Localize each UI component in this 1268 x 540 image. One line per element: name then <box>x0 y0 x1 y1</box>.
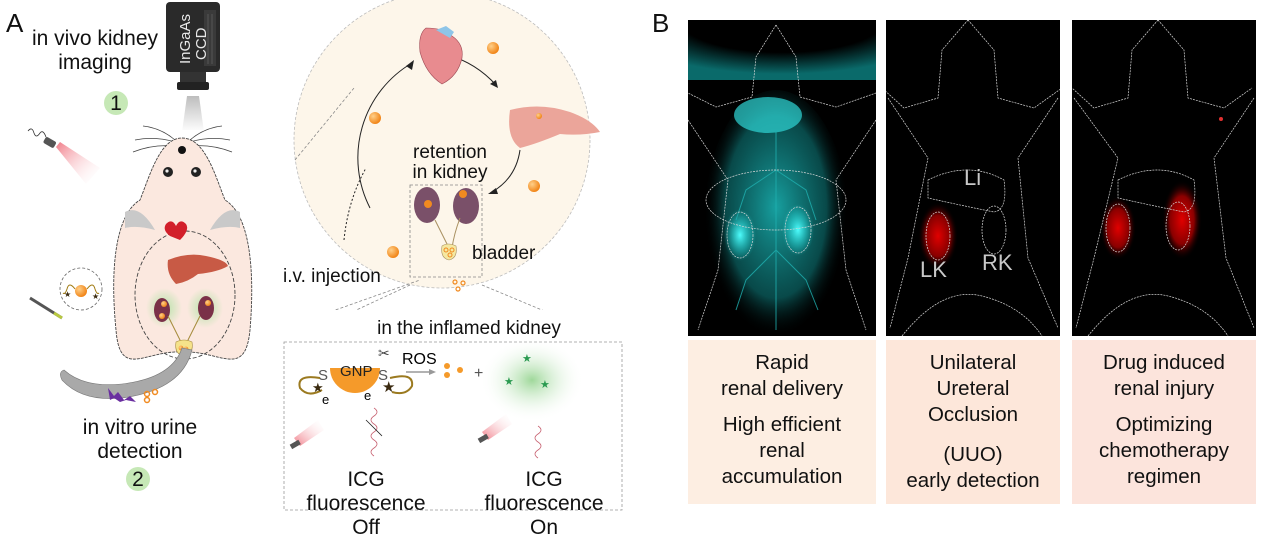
caption-2-line-1: Unilateral <box>929 351 1017 374</box>
injection-label: i.v. injection <box>283 266 381 287</box>
plus-sign: + <box>474 365 483 382</box>
icg-fluorescence-glow <box>480 340 584 422</box>
caption-3-line-5: regimen <box>1126 465 1202 488</box>
gnp-icon <box>330 368 380 393</box>
caption-rapid-delivery: Rapid renal delivery High efficient rena… <box>688 340 876 504</box>
right-kidney-signal <box>782 204 814 256</box>
sulfur-right: S <box>378 367 388 384</box>
icg-on-line1: ICG fluorescence <box>484 468 604 515</box>
electron-left: e <box>322 392 329 407</box>
lightning-icon <box>108 388 136 402</box>
sulfur-left: S <box>318 367 328 384</box>
svg-text:★: ★ <box>64 290 71 299</box>
bladder-label: bladder <box>472 243 536 264</box>
step2-label: in vitro urine detection <box>60 416 220 464</box>
step2-label-line2: detection <box>97 440 183 463</box>
circulation-diagram <box>293 0 600 310</box>
svg-text:★: ★ <box>504 376 514 388</box>
step2-badge: 2 <box>126 467 150 491</box>
liver-icon <box>509 106 600 148</box>
caption-2-line-2: Ureteral <box>936 377 1010 400</box>
step2-label-line1: in vitro urine <box>82 416 198 439</box>
caption-3-line-3: Optimizing <box>1115 413 1213 436</box>
caption-3-line-4: chemotherapy <box>1099 439 1229 462</box>
step1-badge: 1 <box>104 91 128 115</box>
uuo-image: Li LK RK <box>886 20 1060 336</box>
rapid-delivery-image <box>688 20 876 336</box>
svg-text:★: ★ <box>522 353 532 365</box>
icg-off-label: ICG fluorescence Off <box>286 468 446 540</box>
svg-text:★: ★ <box>540 379 550 391</box>
left-kidney-signal <box>1100 196 1136 260</box>
step1-label-line2: imaging <box>58 51 132 74</box>
syringe-icon <box>29 296 63 320</box>
caption-uuo: Unilateral Ureteral Occlusion (UUO) earl… <box>886 340 1060 504</box>
icg-on-line2: On <box>529 516 558 539</box>
emission-quenched-icon <box>370 407 378 457</box>
emission-on-icon <box>534 425 542 459</box>
nanoparticle-inset-icon: ★★ <box>59 267 103 311</box>
laser-right-icon <box>482 414 512 440</box>
laser-icon <box>27 128 100 184</box>
caption-2-line-4: (UUO) <box>943 443 1003 466</box>
svg-text:★: ★ <box>92 292 99 301</box>
ingaas-ccd-camera-icon: InGaAs CCD <box>166 2 220 130</box>
caption-1-line-1: Rapid <box>755 351 809 374</box>
icg-off-line1: ICG fluorescence <box>306 468 426 515</box>
right-kidney-icon <box>453 188 479 224</box>
svg-text:★: ★ <box>382 379 395 396</box>
caption-drug-injury: Drug induced renal injury Optimizing che… <box>1072 340 1256 504</box>
inflamed-kidney-title: in the inflamed kidney <box>377 318 561 339</box>
electron-right: e <box>364 388 371 403</box>
caption-3-line-2: renal injury <box>1113 377 1215 400</box>
inflamed-kidney-inset: GNP S S ★ ★ e e ✂ ROS + ★ ★ ★ <box>283 340 623 511</box>
retention-label: retention in kidney <box>395 143 505 183</box>
nanoparticle-icons <box>369 42 542 258</box>
left-kidney-signal <box>918 202 958 270</box>
step1-label: in vivo kidney imaging <box>20 27 170 75</box>
urine-sample-icon <box>108 388 159 404</box>
svg-text:★: ★ <box>312 380 324 395</box>
caption-3-line-1: Drug induced <box>1103 351 1225 374</box>
drug-injury-image <box>1072 20 1256 336</box>
caption-2-line-5: early detection <box>906 469 1040 492</box>
left-kidney-signal <box>724 209 756 261</box>
whiskers-icon <box>132 125 233 153</box>
icg-on-label: ICG fluorescence On <box>464 468 624 540</box>
liver-label: Li <box>964 165 982 190</box>
bladder-icon <box>441 243 457 261</box>
caption-2-line-3: Occlusion <box>927 403 1018 426</box>
step1-label-line1: in vivo kidney <box>31 27 159 50</box>
panel-a-label: A <box>6 8 24 38</box>
laser-left-icon <box>294 420 324 446</box>
right-kidney-signal <box>1162 180 1202 260</box>
gnp-label: GNP <box>340 363 373 380</box>
panel-b-label: B <box>652 8 670 38</box>
kidney-zoom-box <box>409 184 483 278</box>
caption-1-line-4: renal <box>759 439 805 462</box>
mouse-illustration <box>60 125 253 399</box>
right-kidney-label: RK <box>982 250 1013 275</box>
left-kidney-label: LK <box>920 257 947 282</box>
ros-label: ROS <box>402 351 437 368</box>
caption-1-line-2: renal delivery <box>721 377 843 400</box>
retention-line1: retention <box>413 142 487 163</box>
icg-off-line2: Off <box>352 516 380 539</box>
camera-label-line2: CCD <box>193 27 210 60</box>
caption-1-line-3: High efficient <box>722 413 842 436</box>
caption-1-line-5: accumulation <box>721 465 843 488</box>
scissors-icon: ✂ <box>378 345 390 361</box>
camera-label-line1: InGaAs <box>177 14 194 64</box>
retention-line2: in kidney <box>412 162 488 183</box>
